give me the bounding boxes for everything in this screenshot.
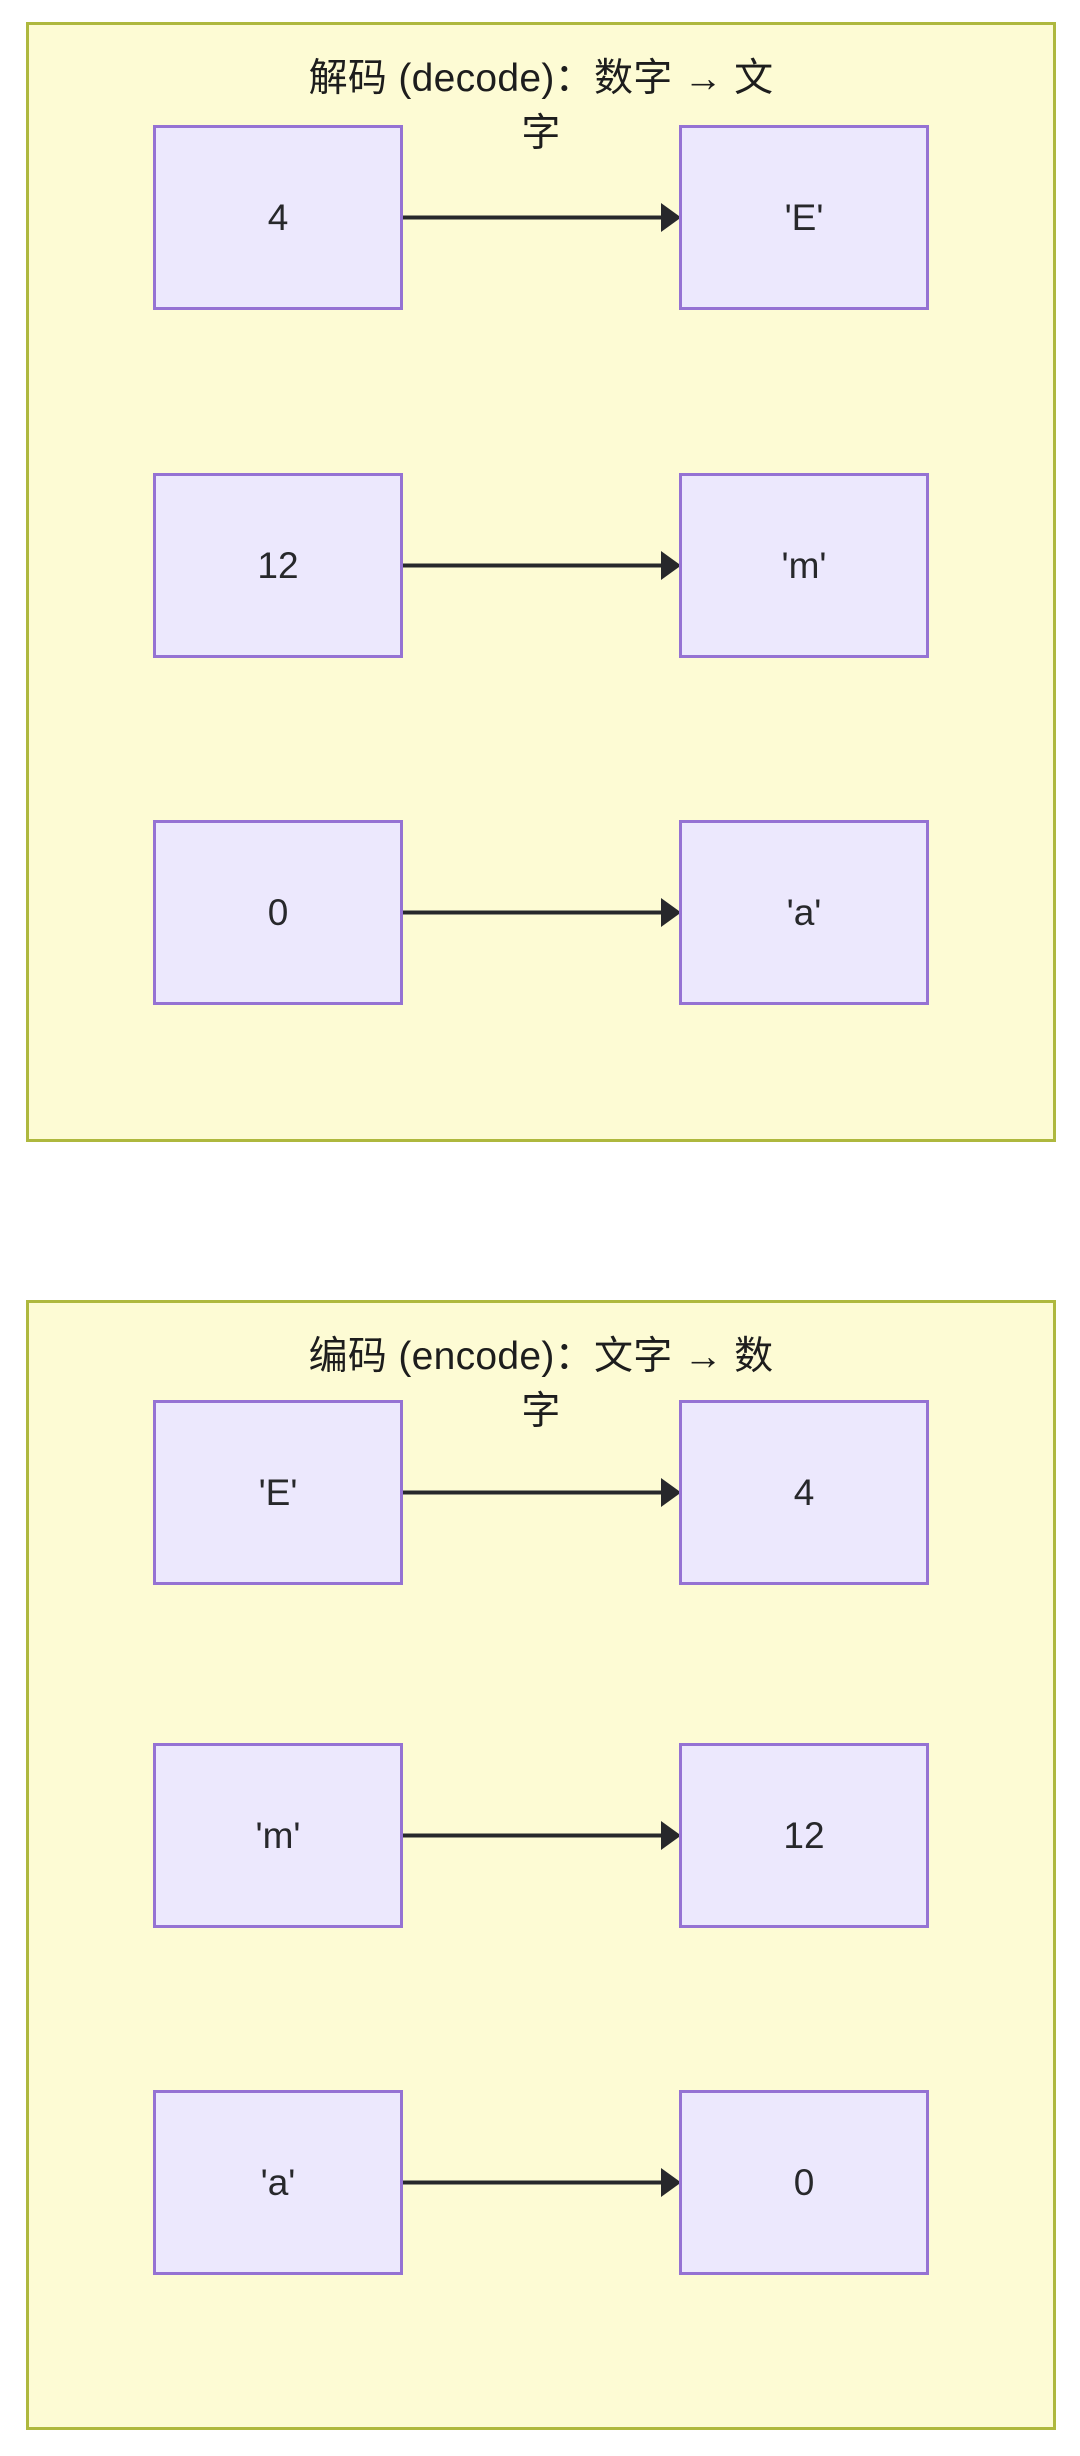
encode-target-node-1[interactable]: 12 bbox=[679, 1743, 929, 1928]
decode-diagram-panel: 解码 (decode)：数字 → 文字 4 'E' 12 bbox=[26, 22, 1056, 1142]
decode-arrow-1 bbox=[403, 473, 679, 658]
encode-row-2: 'a' 0 bbox=[29, 2090, 1053, 2275]
encode-row-0: 'E' 4 bbox=[29, 1400, 1053, 1585]
decode-row-1: 12 'm' bbox=[29, 473, 1053, 658]
encode-source-node-0[interactable]: 'E' bbox=[153, 1400, 403, 1585]
encode-source-node-1[interactable]: 'm' bbox=[153, 1743, 403, 1928]
encode-target-node-2[interactable]: 0 bbox=[679, 2090, 929, 2275]
decode-source-node-2[interactable]: 0 bbox=[153, 820, 403, 1005]
decode-target-node-2[interactable]: 'a' bbox=[679, 820, 929, 1005]
encode-diagram-panel: 编码 (encode)：文字 → 数字 'E' 4 'm' bbox=[26, 1300, 1056, 2430]
encode-arrow-0 bbox=[403, 1400, 679, 1585]
encode-source-node-2[interactable]: 'a' bbox=[153, 2090, 403, 2275]
encode-arrow-2 bbox=[403, 2090, 679, 2275]
decode-row-0: 4 'E' bbox=[29, 125, 1053, 310]
decode-source-node-0[interactable]: 4 bbox=[153, 125, 403, 310]
encode-diagram-title: 编码 (encode)：文字 → 数字 bbox=[308, 1335, 774, 1434]
decode-arrow-0 bbox=[403, 125, 679, 310]
decode-diagram-rows: 4 'E' 12 'm' bbox=[29, 25, 1053, 1139]
decode-source-node-1[interactable]: 12 bbox=[153, 473, 403, 658]
encode-diagram-rows: 'E' 4 'm' 12 bbox=[29, 1303, 1053, 2427]
decode-target-node-0[interactable]: 'E' bbox=[679, 125, 929, 310]
decode-row-2: 0 'a' bbox=[29, 820, 1053, 1005]
decode-target-node-1[interactable]: 'm' bbox=[679, 473, 929, 658]
encode-arrow-1 bbox=[403, 1743, 679, 1928]
encode-target-node-0[interactable]: 4 bbox=[679, 1400, 929, 1585]
encode-row-1: 'm' 12 bbox=[29, 1743, 1053, 1928]
decode-arrow-2 bbox=[403, 820, 679, 1005]
decode-diagram-title: 解码 (decode)：数字 → 文字 bbox=[308, 57, 774, 156]
